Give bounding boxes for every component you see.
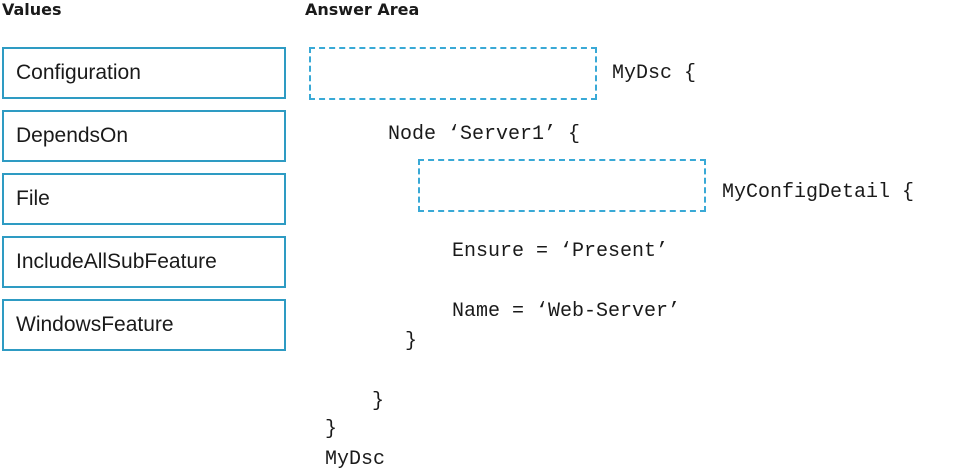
value-configuration[interactable]: Configuration — [2, 47, 286, 99]
value-windowsfeature[interactable]: WindowsFeature — [2, 299, 286, 351]
code-line-name: Name = ‘Web-Server’ — [452, 300, 681, 323]
code-line-mydsc-open: MyDsc { — [612, 62, 697, 85]
answer-area-heading: Answer Area — [305, 0, 420, 19]
code-line-ensure: Ensure = ‘Present’ — [452, 240, 669, 263]
value-includeallsubfeature[interactable]: IncludeAllSubFeature — [2, 236, 286, 288]
code-line-myconfigdetail-open: MyConfigDetail { — [722, 181, 915, 204]
values-heading: Values — [2, 0, 62, 19]
code-close-config: } — [325, 418, 338, 441]
answer-slot-1[interactable] — [309, 47, 597, 100]
value-dependson[interactable]: DependsOn — [2, 110, 286, 162]
value-file[interactable]: File — [2, 173, 286, 225]
answer-slot-2[interactable] — [418, 159, 706, 212]
code-close-node: } — [372, 390, 385, 413]
code-close-inner: } — [405, 330, 418, 353]
code-line-node: Node ‘Server1’ { — [388, 123, 581, 146]
code-line-mydsc-call: MyDsc — [325, 448, 386, 471]
